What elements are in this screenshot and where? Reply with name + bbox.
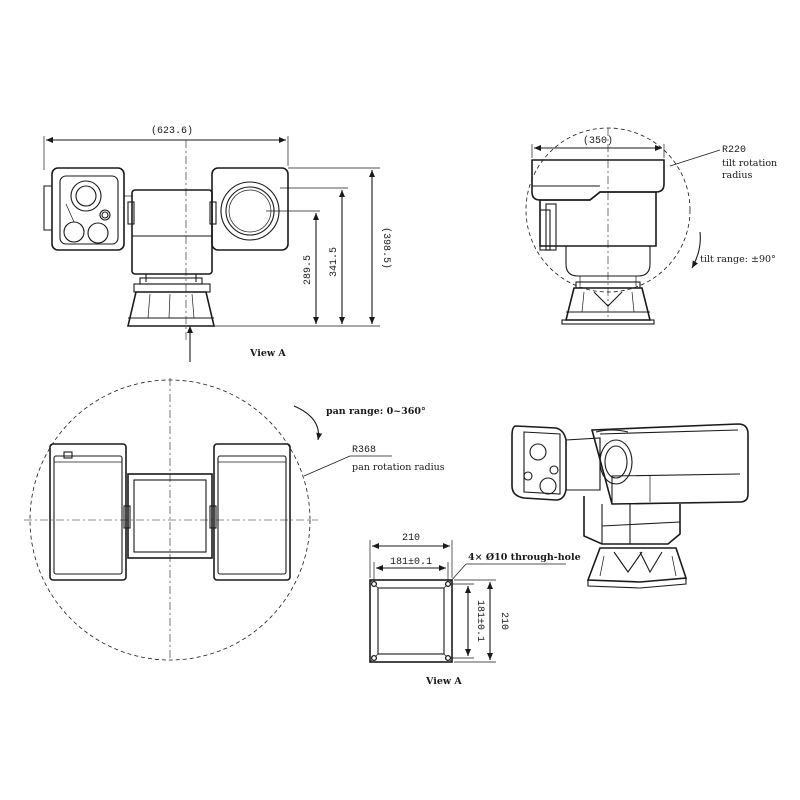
side-radius: R220 bbox=[722, 145, 746, 156]
base-inner-dim: 181±0.1 bbox=[390, 557, 432, 568]
side-radius-label-2: radius bbox=[722, 170, 752, 181]
side-view: (350) R220 tilt rotation radius tilt ran… bbox=[525, 127, 777, 325]
tilt-range: tilt range: ±90° bbox=[700, 254, 776, 265]
front-view-label: View A bbox=[249, 348, 286, 359]
pan-radius-label: pan rotation radius bbox=[352, 462, 445, 473]
side-width-dim: (350) bbox=[583, 135, 613, 147]
top-view: pan range: 0~360° R368 pan rotation radi… bbox=[24, 378, 445, 661]
hole-label: 4× Ø10 through-hole bbox=[468, 552, 581, 563]
base-view: 210 181±0.1 181±0.1 210 4× Ø10 through-h… bbox=[369, 533, 581, 687]
front-dim-289: 289.5 bbox=[303, 255, 314, 285]
side-radius-label-1: tilt rotation bbox=[722, 158, 777, 169]
base-outer-dim: 210 bbox=[402, 533, 420, 544]
front-height-dim: (398.5) bbox=[380, 227, 392, 269]
base-view-label: View A bbox=[425, 676, 462, 687]
pan-range: pan range: 0~360° bbox=[326, 406, 426, 417]
front-width-dim: (623.6) bbox=[151, 125, 193, 137]
pan-radius: R368 bbox=[352, 445, 376, 456]
front-view: (623.6) (398.5) 341.5 289.5 View A bbox=[43, 125, 392, 362]
front-dim-341: 341.5 bbox=[329, 247, 340, 277]
base-outer-dim-v: 210 bbox=[498, 612, 509, 630]
base-inner-dim-v: 181±0.1 bbox=[474, 600, 485, 642]
isometric-view bbox=[511, 423, 749, 589]
